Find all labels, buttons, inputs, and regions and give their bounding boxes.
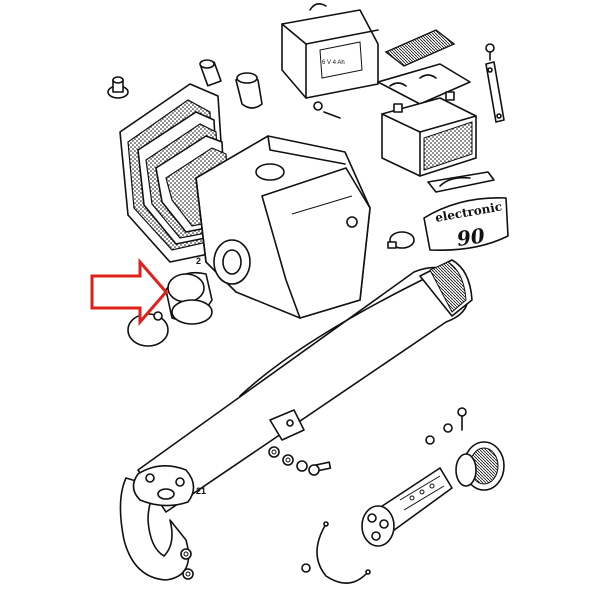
intake-elbow <box>235 72 263 109</box>
battery-bracket <box>427 171 495 193</box>
circlip <box>316 521 371 584</box>
air-filter-housing <box>195 135 371 319</box>
exhaust-baffle <box>361 467 453 547</box>
washer-2 <box>282 454 294 466</box>
washer-3 <box>443 423 453 433</box>
washer-1 <box>268 446 280 458</box>
screw-top <box>457 407 467 431</box>
callout-exhaust: 21 <box>196 486 206 496</box>
emblem-number-text: 90 <box>455 223 486 251</box>
flange-nut-2 <box>182 568 194 580</box>
flange-nut-1 <box>180 548 192 560</box>
filter-cap-nut <box>107 76 129 99</box>
exhaust-end-cap <box>455 441 505 491</box>
exhaust-downpipe: 21 <box>119 465 206 581</box>
exhaust-muffler <box>137 259 473 513</box>
battery-tray <box>377 63 471 105</box>
battery-box: 6 V 4 Ah <box>281 2 379 99</box>
hose-clamp <box>127 311 169 347</box>
exhaust-hanger-bracket <box>269 409 305 441</box>
nut-1 <box>296 460 308 472</box>
battery-label: 6 V 4 Ah <box>322 60 345 66</box>
cover-knob <box>387 231 415 249</box>
red-pointer-arrow <box>90 257 168 327</box>
battery-pad <box>384 29 456 67</box>
battery-strap <box>485 43 505 123</box>
model-emblem: electronic 90 <box>423 197 509 252</box>
intake-tube <box>199 59 222 87</box>
intake-rubber-boot <box>165 271 213 325</box>
arrow-shape <box>90 257 168 327</box>
battery <box>381 91 477 177</box>
washer-4 <box>425 435 435 445</box>
callout-airbox: 2 <box>196 256 201 266</box>
bolt-1 <box>308 461 332 476</box>
screw-bottom <box>301 563 311 573</box>
bolt-small-1 <box>313 101 341 119</box>
